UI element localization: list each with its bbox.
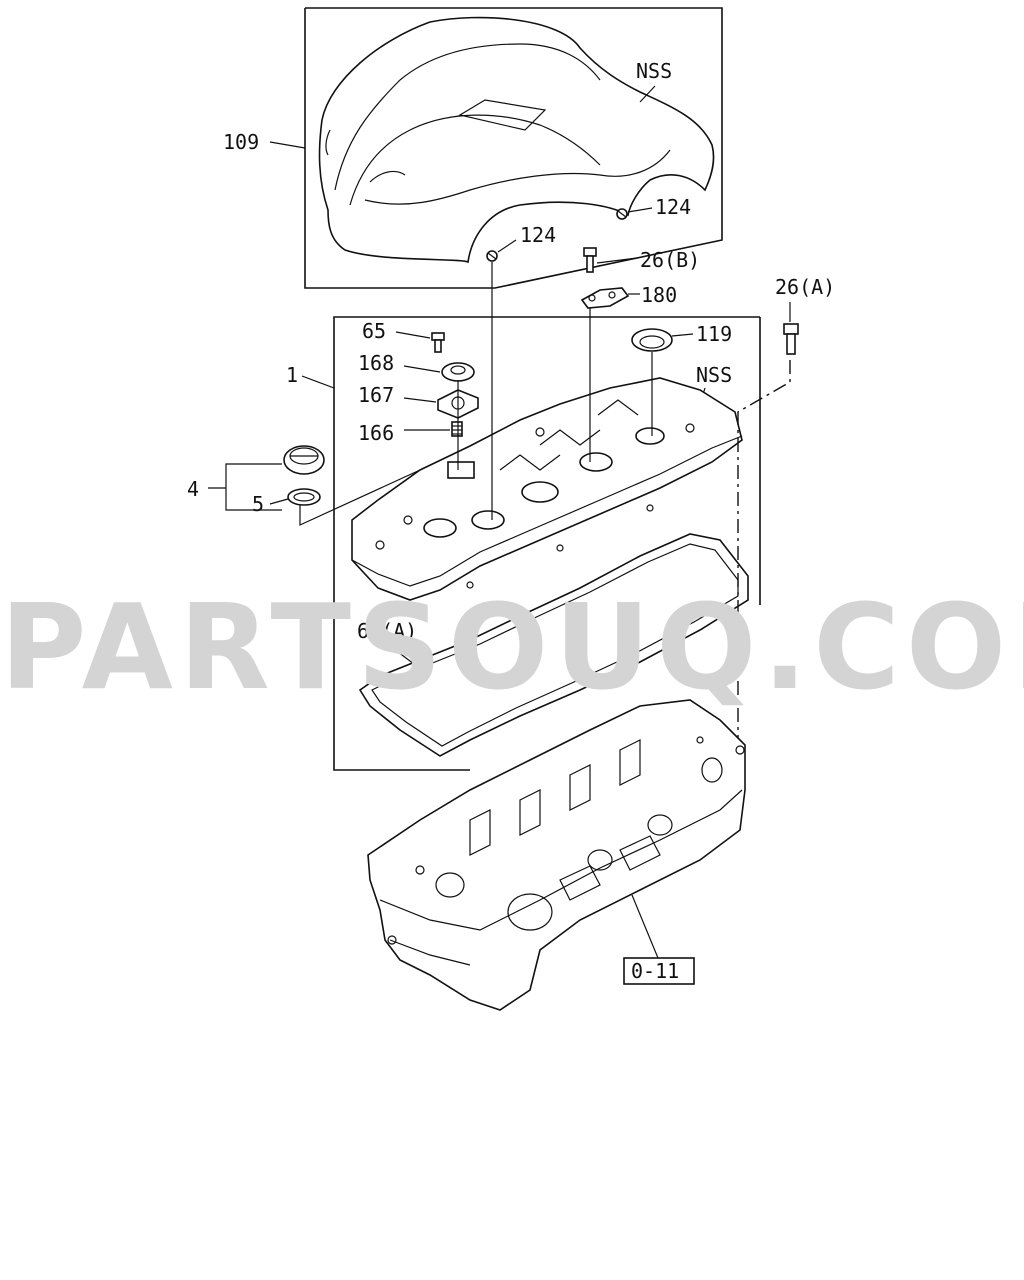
reference-box-0-11[interactable] — [623, 957, 695, 985]
oil-filler-cap-4[interactable] — [283, 445, 325, 475]
spring-166[interactable] — [451, 421, 463, 437]
nut-124-right[interactable] — [616, 208, 628, 220]
head-cover-group: 1 65 168 167 166 — [187, 262, 761, 771]
cylinder-head[interactable] — [367, 699, 746, 1011]
part-label-65: 65 — [362, 319, 386, 343]
nut-124-left[interactable] — [486, 250, 498, 262]
part-label-124-right: 124 — [655, 195, 691, 219]
part-label-4: 4 — [187, 477, 199, 501]
label-nss-cover: NSS — [636, 59, 672, 83]
part-label-109: 109 — [223, 130, 259, 154]
part-label-69a: 69(A) — [357, 619, 417, 643]
watermark-text: PARTSOUQ.COM — [0, 578, 1024, 716]
gasket-69a[interactable] — [358, 533, 749, 757]
bracket-180[interactable] — [580, 287, 630, 309]
part-label-26a: 26(A) — [775, 275, 835, 299]
cylinder-head-cover[interactable] — [351, 377, 743, 601]
part-label-26b: 26(B) — [640, 248, 700, 272]
label-nss-head-cover: NSS — [696, 363, 732, 387]
part-label-166: 166 — [358, 421, 394, 445]
engine-cover-group: 109 NSS 124 124 — [223, 7, 723, 289]
reference-label-0-11: 0-11 — [631, 959, 679, 983]
bolt-26b[interactable] — [583, 247, 597, 273]
part-label-168: 168 — [358, 351, 394, 375]
part-label-180: 180 — [641, 283, 677, 307]
seal-119[interactable] — [631, 328, 673, 352]
part-label-124-left: 124 — [520, 223, 556, 247]
part-label-167: 167 — [358, 383, 394, 407]
bolt-26a[interactable] — [783, 323, 799, 355]
part-168[interactable] — [441, 362, 475, 382]
bolt-65[interactable] — [431, 332, 445, 353]
part-label-119: 119 — [696, 322, 732, 346]
engine-cover-shape[interactable] — [318, 16, 715, 264]
part-label-1: 1 — [286, 363, 298, 387]
part-label-5: 5 — [252, 492, 264, 516]
gasket-5[interactable] — [287, 488, 321, 506]
